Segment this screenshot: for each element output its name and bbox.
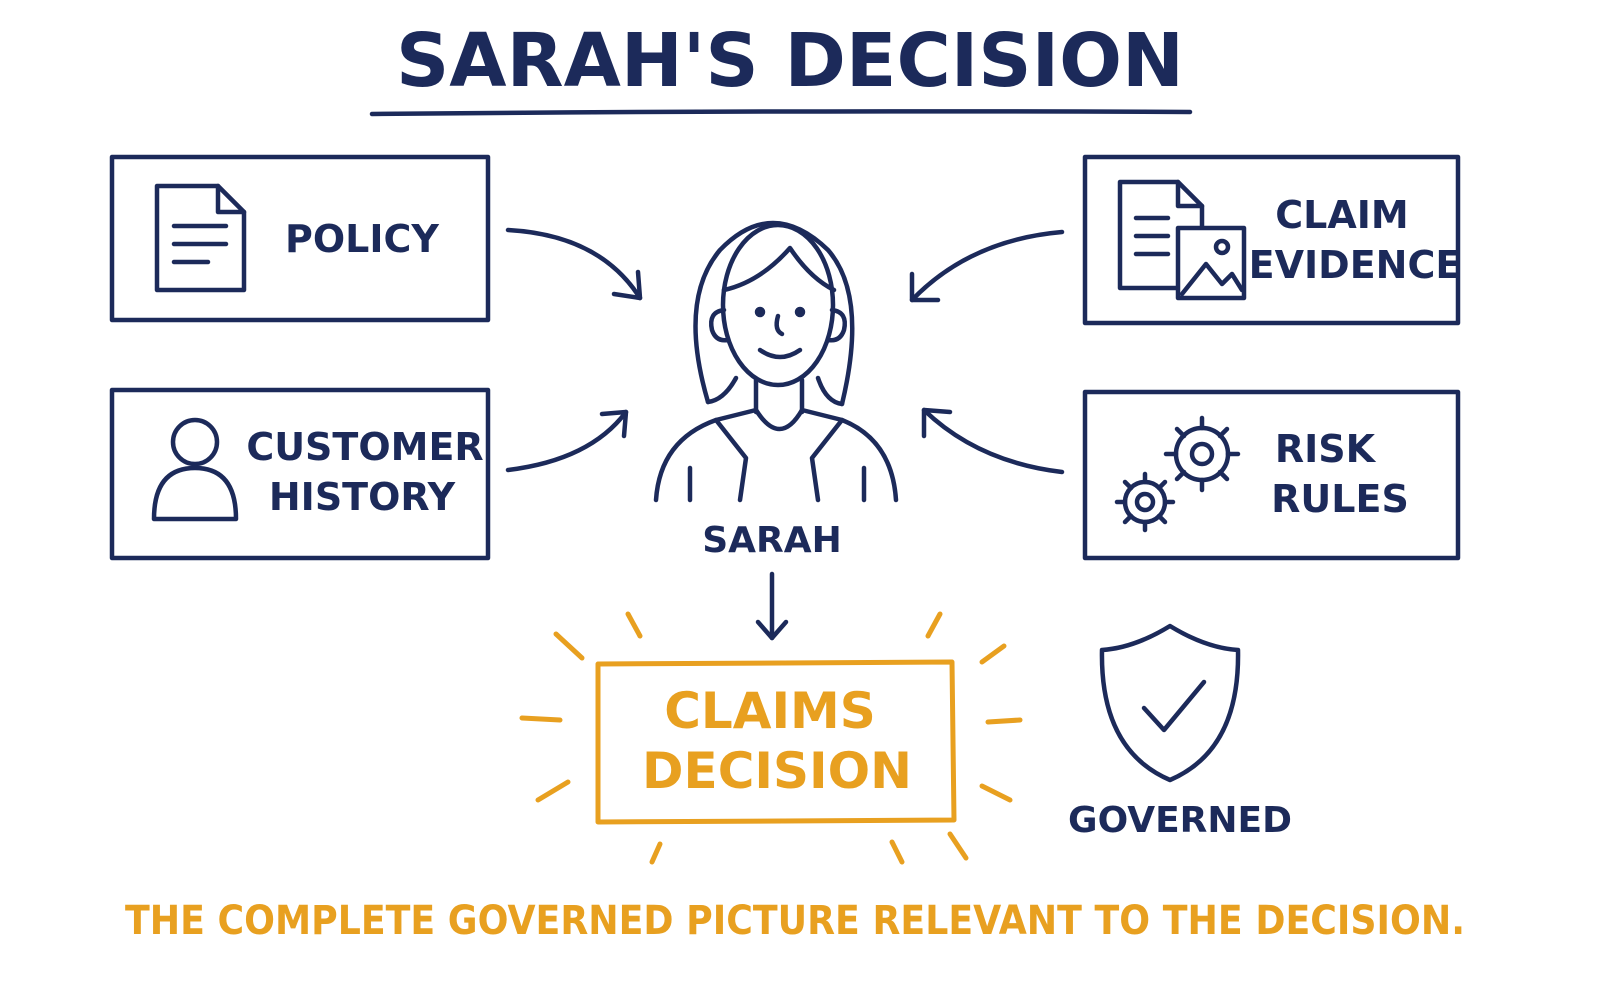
- sarah-label: Sarah: [702, 520, 842, 561]
- shield-check-icon: [1099, 623, 1241, 783]
- policy-box: Policy: [109, 154, 491, 323]
- claims-decision-label-line1: Claims: [664, 682, 876, 740]
- claims-decision-box: Claims Decision: [519, 611, 1023, 865]
- arrow-evidence-to-sarah: [909, 229, 1065, 303]
- arrow-rules-to-sarah: [921, 407, 1065, 475]
- claim-evidence-box: Claim Evidence: [1082, 154, 1462, 326]
- governed-label: Governed: [1068, 800, 1292, 841]
- woman-avatar-icon: [653, 220, 899, 503]
- gears-icon: [1114, 415, 1241, 533]
- document-icon: [154, 183, 247, 293]
- claim-evidence-label-line1: Claim: [1275, 193, 1408, 237]
- diagram-title: Sarah's Decision: [396, 18, 1184, 104]
- risk-rules-label-line1: Risk: [1275, 427, 1377, 471]
- customer-history-box: Customer History: [109, 387, 491, 561]
- footer-caption: The complete governed picture relevant t…: [125, 898, 1465, 944]
- customer-history-label-line2: History: [269, 475, 456, 519]
- document-image-icon: [1117, 179, 1247, 301]
- person-icon: [151, 417, 239, 522]
- arrow-history-to-sarah: [505, 409, 629, 473]
- highlight-rays: [519, 611, 1023, 865]
- claims-decision-label-line2: Decision: [642, 742, 912, 800]
- arrow-policy-to-sarah: [505, 227, 643, 301]
- policy-label: Policy: [285, 217, 439, 261]
- risk-rules-box: Risk Rules: [1082, 389, 1461, 561]
- arrow-sarah-to-decision: [755, 571, 789, 641]
- customer-history-label-line1: Customer: [246, 425, 483, 469]
- title-underline: [369, 109, 1193, 117]
- risk-rules-label-line2: Rules: [1271, 477, 1409, 521]
- claim-evidence-label-line2: Evidence: [1249, 243, 1462, 287]
